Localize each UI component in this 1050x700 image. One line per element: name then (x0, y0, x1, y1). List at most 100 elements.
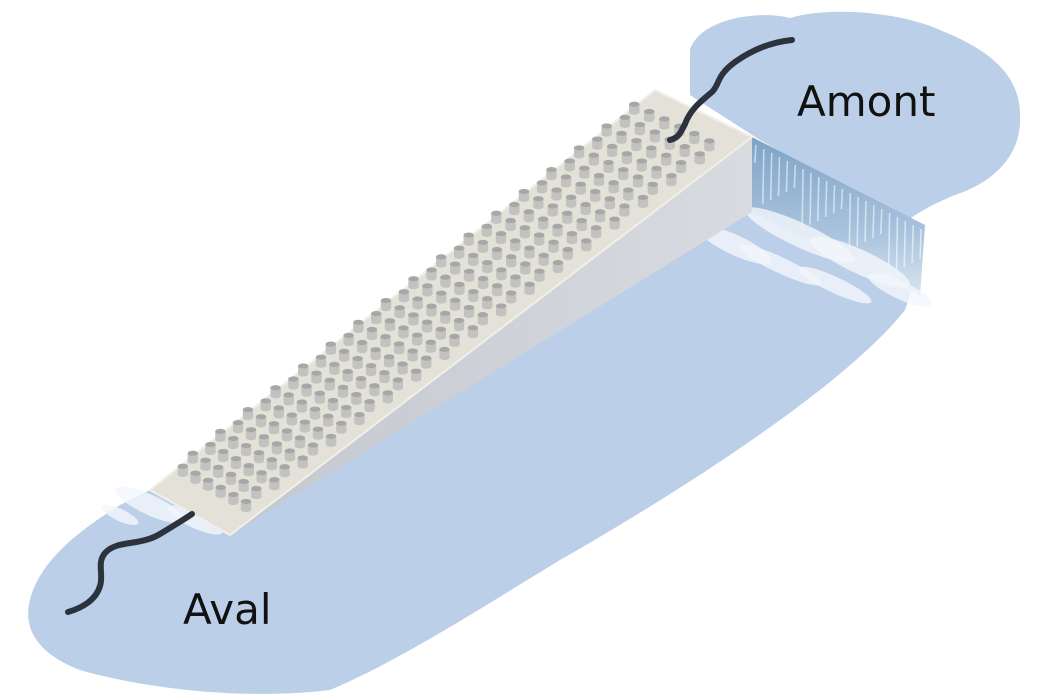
stud-icon (632, 174, 644, 188)
stud-icon (205, 441, 216, 456)
stud-icon (426, 267, 437, 281)
stud-icon (576, 217, 587, 232)
stud-icon (351, 391, 362, 406)
foam-blob (868, 273, 932, 307)
stud-icon (425, 339, 437, 353)
stud-icon (609, 216, 620, 230)
foam-blob (739, 244, 821, 286)
stud-icon (286, 412, 298, 426)
stud-icon (524, 281, 535, 295)
stud-icon (380, 297, 392, 312)
waterfall-streak (824, 180, 828, 218)
stud-icon (383, 354, 395, 368)
stud-icon (228, 491, 239, 506)
stud-icon (593, 172, 605, 187)
stud-icon (496, 303, 507, 317)
stud-icon (538, 252, 549, 266)
stud-icon (453, 317, 465, 332)
waterfall-streak (785, 160, 789, 193)
stud-icon (426, 303, 437, 317)
stud-icon (449, 261, 461, 275)
stud-icon (251, 485, 262, 500)
stud-icon (322, 413, 334, 427)
stud-icon (564, 158, 575, 172)
stud-icon (647, 181, 658, 195)
stud-icon (392, 377, 404, 391)
stud-icon (463, 304, 475, 319)
stud-icon (337, 384, 349, 398)
stud-icon (694, 151, 705, 165)
stud-icon (495, 230, 507, 245)
stud-icon (230, 455, 242, 470)
stud-icon (394, 305, 405, 319)
stud-icon (616, 130, 627, 144)
stud-icon (660, 152, 672, 166)
stud-icon (520, 261, 531, 275)
stud-icon (579, 165, 590, 179)
stud-icon (341, 404, 352, 419)
stud-icon (422, 283, 433, 297)
stud-icon (519, 225, 531, 239)
stud-icon (592, 136, 603, 150)
stud-icon (288, 376, 299, 390)
waterfall-streak (817, 176, 820, 222)
stud-icon (324, 377, 335, 391)
stud-icon (552, 223, 563, 237)
stud-icon (279, 464, 290, 478)
stud-icon (200, 457, 211, 471)
stud-icon (618, 167, 629, 181)
stud-icon (240, 442, 252, 457)
stud-icon (439, 346, 450, 361)
stud-icon (631, 138, 642, 152)
stud-icon (590, 225, 602, 239)
stud-icon (537, 216, 549, 230)
stud-icon (325, 341, 336, 355)
stud-icon (270, 385, 281, 399)
stud-icon (273, 405, 284, 419)
stud-icon (329, 361, 340, 375)
stud-icon (256, 470, 267, 484)
stud-icon (314, 390, 325, 404)
waterfall-streak (832, 184, 836, 214)
stud-icon (580, 201, 591, 216)
label-downstream: Aval (183, 585, 272, 634)
stud-icon (355, 375, 367, 390)
stud-icon (608, 180, 619, 194)
stud-icon (408, 276, 419, 290)
stud-icon (588, 152, 600, 166)
stud-icon (510, 274, 521, 288)
stud-icon (666, 173, 677, 187)
stud-icon (562, 210, 573, 224)
stud-icon (421, 355, 432, 369)
stud-icon (364, 398, 375, 413)
ramp-studs (177, 101, 715, 513)
stud-icon (463, 268, 475, 282)
stud-icon (534, 268, 545, 282)
waterfall-streak (793, 164, 797, 189)
stud-icon (562, 246, 574, 261)
stud-icon (307, 442, 319, 456)
waterfall-streak (801, 168, 804, 230)
stud-icon (536, 180, 548, 194)
waterfall-streak (872, 204, 875, 239)
stud-icon (482, 296, 493, 310)
stud-icon (594, 209, 606, 223)
stud-icon (243, 463, 254, 477)
stud-icon (311, 370, 322, 384)
stud-icon (410, 368, 422, 382)
stud-icon (546, 167, 557, 181)
stud-icon (245, 427, 257, 441)
waterfall-streak (754, 144, 757, 164)
stud-icon (269, 477, 280, 491)
stud-icon (644, 108, 655, 123)
stud-icon (453, 245, 465, 259)
stud-icon (552, 259, 564, 274)
stud-icon (366, 326, 378, 341)
stud-icon (365, 362, 377, 377)
waterfall-streak (880, 208, 883, 235)
stud-icon (467, 325, 479, 339)
stud-icon (565, 194, 577, 208)
waterfall-streaks (754, 144, 922, 276)
waterfall-streak (903, 220, 907, 268)
